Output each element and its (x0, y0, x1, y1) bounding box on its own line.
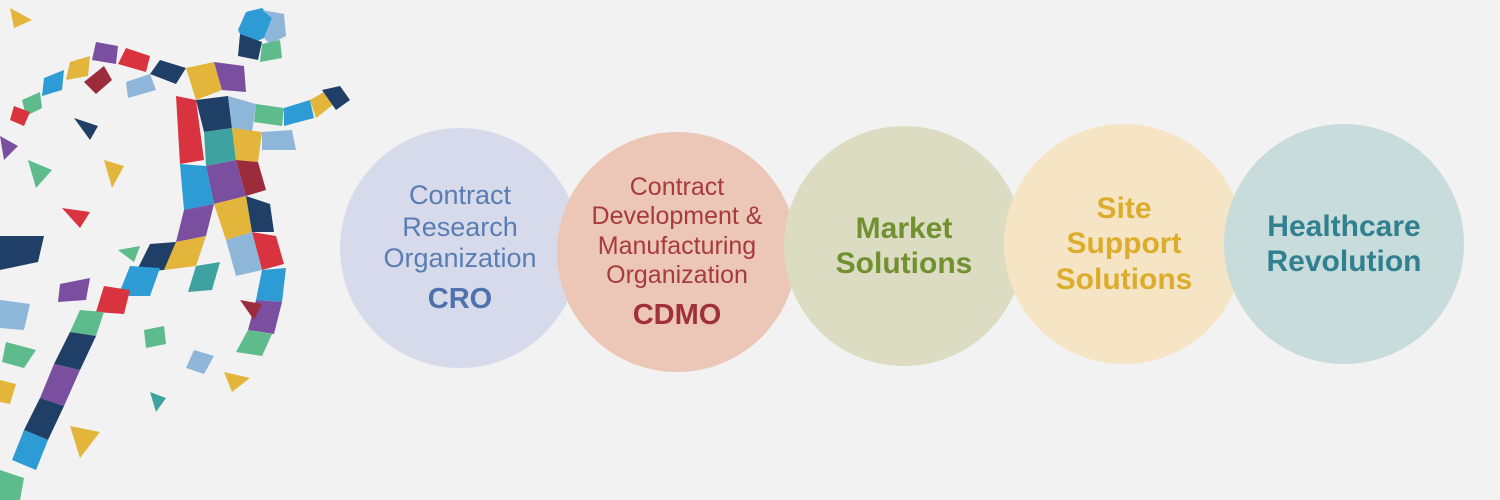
runner-torso-shard (206, 160, 246, 204)
runner-torso-shard (180, 164, 214, 210)
runner-arm-shard (150, 60, 186, 84)
runner-leg-shard (226, 232, 262, 276)
runner-torso-shard (214, 62, 246, 92)
floating-shard (62, 208, 90, 228)
runner-leg-shard (24, 398, 64, 440)
runner-arm-shard (42, 70, 64, 96)
runner-arm-shard (118, 48, 150, 72)
floating-shard (0, 136, 18, 160)
floating-shard (144, 326, 166, 348)
cro-label-line: Research (402, 211, 518, 242)
runner-head-shard (260, 40, 282, 62)
runner-arm-shard (262, 130, 296, 150)
cdmo-abbreviation: CDMO (632, 298, 722, 331)
floating-shard (118, 246, 140, 262)
runner-leg-shard (118, 266, 160, 296)
floating-shard (104, 160, 124, 188)
floating-shard (224, 372, 250, 392)
floating-shard (0, 300, 30, 330)
runner-leg-shard (12, 430, 48, 470)
site-support-label-line: Solutions (1055, 262, 1193, 296)
cdmo-label-line: Development & (591, 202, 763, 230)
runner-torso-shard (236, 160, 266, 196)
runner-leg-shard (54, 332, 96, 370)
healthcare-revolution-circle: Healthcare Revolution (1224, 124, 1464, 364)
runner-leg-shard (136, 242, 176, 272)
runner-arm-shard (66, 56, 90, 80)
runner-arm-shard (322, 86, 350, 110)
runner-leg-shard (252, 232, 284, 270)
floating-shard (0, 470, 24, 500)
market-solutions-circle: Market Solutions (784, 126, 1024, 366)
market-solutions-label-line: Solutions (835, 247, 973, 280)
runner-leg-shard (164, 236, 206, 270)
runner-arm-shard (284, 100, 314, 126)
runner-torso-shard (196, 96, 232, 132)
runner-leg-shard (176, 204, 214, 242)
cro-label-line: Contract (408, 179, 512, 210)
runner-torso-shard (204, 128, 236, 166)
runner-arm-shard (22, 92, 42, 116)
runner-torso-shard (228, 96, 256, 132)
floating-shard (2, 342, 36, 368)
cro-abbreviation: CRO (427, 283, 493, 316)
cro-circle: Contract Research Organization CRO (340, 128, 580, 368)
floating-shard (186, 350, 214, 374)
floating-shard (0, 380, 16, 404)
cdmo-label-line: Contract (629, 172, 725, 201)
runner-torso-shard (176, 96, 204, 164)
floating-shard (28, 160, 52, 188)
market-solutions-label-line: Market (855, 211, 953, 245)
floating-shard (58, 278, 90, 302)
runner-leg-shard (96, 286, 130, 314)
runner-leg-shard (246, 196, 274, 232)
site-support-solutions-circle: Site Support Solutions (1004, 124, 1244, 364)
floating-shard (0, 236, 44, 270)
runner-arm-shard (254, 104, 284, 126)
cdmo-label-line: Organization (606, 261, 748, 289)
site-support-label-line: Support (1066, 227, 1182, 261)
mosaic-runner-icon (0, 8, 350, 500)
cro-label-line: Organization (383, 243, 537, 274)
cdmo-circle: Contract Development & Manufacturing Org… (557, 132, 797, 372)
healthcare-revolution-label-line: Revolution (1266, 245, 1422, 278)
floating-shard (10, 106, 30, 126)
floating-shard (150, 392, 166, 412)
floating-shard (70, 426, 100, 458)
runner-torso-shard (232, 128, 262, 162)
floating-shard (10, 8, 32, 28)
runner-head-shard (238, 34, 262, 60)
runner-torso-shard (186, 62, 222, 100)
floating-shard (74, 118, 98, 140)
runner-arm-shard (84, 66, 112, 94)
runner-leg-shard (256, 268, 286, 302)
runner-leg-shard (70, 310, 104, 336)
healthcare-revolution-label-line: Healthcare (1267, 209, 1421, 243)
runner-leg-shard (188, 262, 220, 292)
floating-shard (240, 300, 262, 320)
runner-leg-shard (236, 330, 272, 356)
runner-leg-shard (214, 196, 252, 240)
runner-arm-shard (92, 42, 118, 64)
cdmo-label-line: Manufacturing (597, 231, 757, 260)
runner-arm-shard (126, 74, 156, 98)
runner-leg-shard (40, 364, 80, 406)
runner-head-shard (262, 10, 286, 44)
site-support-label-line: Site (1096, 191, 1152, 225)
